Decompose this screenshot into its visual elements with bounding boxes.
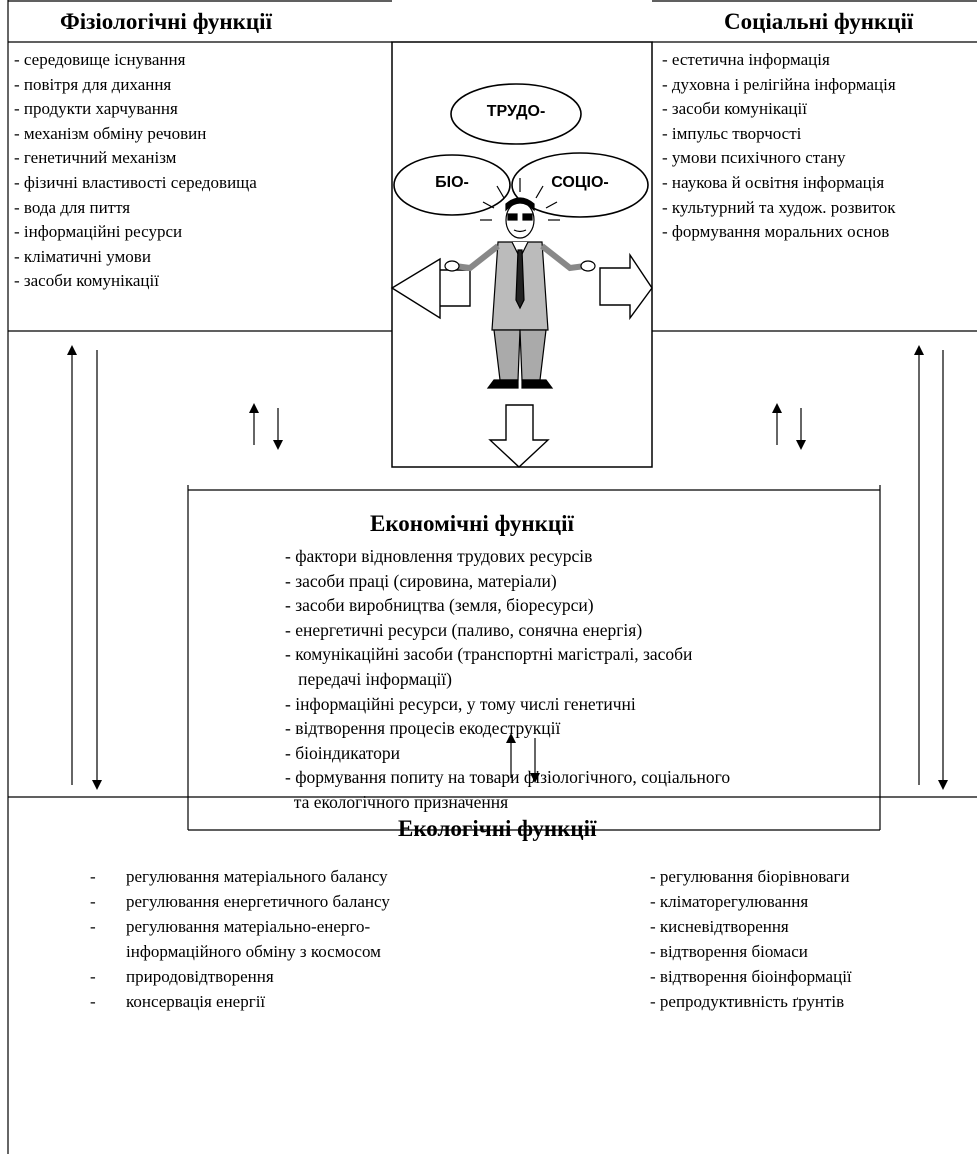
list-item: - культурний та худож. розвиток: [662, 197, 896, 217]
physio-title: Фізіологічні функції: [60, 9, 272, 34]
list-item: - кисневідтворення: [650, 917, 789, 936]
hollow-arrow-down-icon: [488, 404, 550, 468]
list-item: - відтворення біомаси: [650, 942, 808, 961]
list-item: -регулювання енергетичного балансу: [90, 892, 390, 911]
list-item: - репродуктивність ґрунтів: [650, 992, 845, 1011]
list-item: -природовідтворення: [90, 967, 274, 986]
list-item: - повітря для дихання: [14, 74, 172, 94]
list-item: та екологічного призначення: [285, 791, 509, 812]
econ-title: Економічні функції: [370, 511, 574, 536]
list-item: - середовище існування: [14, 50, 186, 69]
list-item: -регулювання матеріального балансу: [90, 867, 388, 886]
list-item: - біоіндикатори: [285, 742, 401, 763]
social-title: Соціальні функції: [724, 9, 914, 34]
list-item: - інформаційні ресурси, у тому числі ген…: [285, 693, 636, 714]
list-item: - засоби комунікації: [14, 271, 159, 291]
person-figure-icon: [444, 178, 596, 389]
oval-bio-label: БІО-: [435, 174, 469, 191]
list-item: - духовна і релігійна інформація: [662, 74, 896, 94]
list-item: - механізм обміну речовин: [14, 123, 207, 143]
list-item: - регулювання біорівноваги: [650, 867, 850, 886]
eco-right-list: - регулювання біорівноваги - кліматорегу…: [650, 864, 852, 1014]
list-item: - умови психічного стану: [662, 148, 846, 168]
oval-trudo: [450, 83, 582, 145]
eco-left-list: -регулювання матеріального балансу -регу…: [90, 864, 390, 1014]
list-item: - засоби комунікації: [662, 99, 807, 119]
oval-sotsio: [511, 152, 649, 218]
oval-sotsio-label: СОЦІО-: [551, 174, 609, 191]
list-item: - енергетичні ресурси (паливо, сонячна е…: [285, 619, 643, 640]
list-item: - фактори відновлення трудових ресурсів: [285, 546, 593, 566]
list-item: - комунікаційні засоби (транспортні магі…: [285, 644, 693, 665]
list-item: інформаційного обміну з космосом: [126, 942, 381, 961]
list-item: - кліматорегулювання: [650, 892, 809, 911]
list-item: - фізичні властивості середовища: [14, 172, 257, 192]
econ-list: - фактори відновлення трудових ресурсів …: [285, 544, 730, 815]
list-item: - формування попиту на товари фізіологіч…: [285, 767, 731, 788]
oval-bio: [393, 154, 511, 216]
list-item: передачі інформації): [285, 668, 452, 689]
list-item: - вода для пиття: [14, 197, 131, 217]
list-item: -консервація енергії: [90, 992, 266, 1011]
list-item: - інформаційні ресурси: [14, 222, 183, 242]
list-item: - продукти харчування: [14, 99, 178, 119]
list-item: - генетичний механізм: [14, 148, 177, 168]
list-item: - відтворення процесів екодеструкції: [285, 718, 561, 739]
list-item: - естетична інформація: [662, 50, 830, 69]
list-item: - кліматичні умови: [14, 246, 151, 266]
list-item: -регулювання матеріально-енерго-: [90, 917, 371, 936]
list-item: - засоби виробництва (земля, біоресурси): [285, 595, 594, 616]
physio-list: - середовище існування - повітря для дих…: [14, 48, 257, 294]
eco-title: Екологічні функції: [398, 816, 597, 841]
list-item: - відтворення біоінформації: [650, 967, 852, 986]
list-item: - імпульс творчості: [662, 123, 802, 143]
oval-trudo-label: ТРУДО-: [486, 103, 546, 120]
list-item: - наукова й освітня інформація: [662, 172, 885, 192]
center-image-frame: [391, 41, 653, 468]
hollow-arrow-right-icon: [599, 252, 653, 321]
list-item: - засоби праці (сировина, матеріали): [285, 570, 557, 591]
social-list: - естетична інформація - духовна і реліг…: [662, 48, 896, 245]
list-item: - формування моральних основ: [662, 222, 890, 242]
